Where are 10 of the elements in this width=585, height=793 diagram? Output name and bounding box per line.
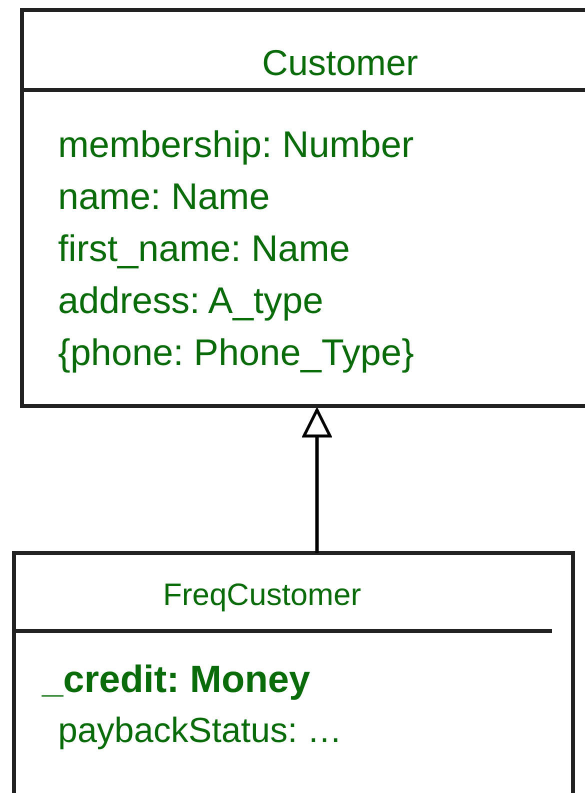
attribute-text: name: Name bbox=[58, 176, 270, 219]
class-box bbox=[12, 551, 575, 793]
attribute-text: membership: Number bbox=[58, 124, 414, 167]
inheritance-arrow bbox=[302, 408, 332, 553]
attribute-text: {phone: Phone_Type} bbox=[58, 332, 414, 375]
attribute-text: first_name: Name bbox=[58, 228, 350, 271]
attribute-text: paybackStatus: … bbox=[58, 711, 342, 752]
attribute-text: address: A_type bbox=[58, 280, 324, 323]
attribute-text: _credit: Money bbox=[42, 659, 310, 703]
class-box bbox=[20, 8, 585, 408]
